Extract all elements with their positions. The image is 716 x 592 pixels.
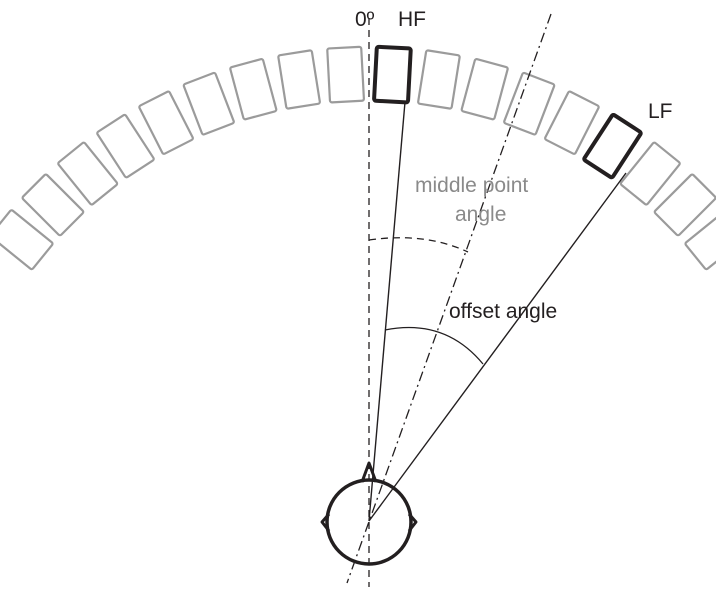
speaker-box: [96, 113, 155, 179]
speaker-box: [0, 209, 54, 271]
offset-angle-arc: [384, 326, 484, 365]
speaker-box: [619, 141, 681, 206]
speaker-box: [544, 90, 600, 155]
head-circle: [325, 478, 413, 566]
hf-line: [368, 101, 406, 522]
speaker-box: [460, 58, 509, 121]
speaker-box: [653, 173, 716, 237]
middle-point-angle-arc: [368, 237, 469, 253]
speaker-box: [684, 209, 716, 271]
speaker-box: [57, 141, 119, 206]
listener-head: [320, 461, 418, 566]
middle-point-angle-label: angle: [455, 203, 506, 226]
speaker-box: [326, 45, 365, 104]
offset-angle-label: offset angle: [449, 300, 557, 323]
zero-degree-label: 0º: [355, 8, 375, 31]
speaker-box: [503, 71, 556, 136]
nose-icon: [360, 461, 378, 483]
speaker-box: [138, 90, 194, 155]
speaker-box: [417, 49, 461, 110]
speaker-arc: [0, 44, 716, 271]
speaker-box: [182, 71, 235, 136]
lf-line: [368, 172, 627, 522]
speaker-box: [229, 58, 278, 121]
speaker-box: [21, 173, 85, 237]
speaker-box-hf: [372, 44, 413, 105]
middle-point-label: middle point: [415, 174, 528, 197]
speaker-box-lf: [582, 112, 643, 180]
lf-label: LF: [648, 100, 673, 123]
hf-label: HF: [398, 8, 426, 31]
speaker-box: [277, 49, 321, 110]
right-ear-icon: [407, 513, 418, 532]
left-ear-icon: [320, 513, 331, 532]
middle-point-line: [346, 13, 552, 584]
